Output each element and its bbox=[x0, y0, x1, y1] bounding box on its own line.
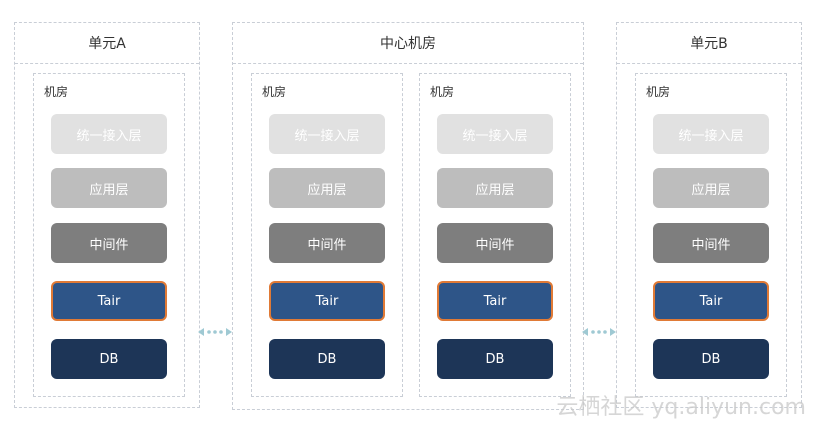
db-layer: DB bbox=[437, 339, 553, 379]
application-layer: 应用层 bbox=[653, 168, 769, 208]
middleware-layer: 中间件 bbox=[51, 223, 167, 263]
unit-center-title: 中心机房 bbox=[233, 23, 583, 64]
room-label: 机房 bbox=[646, 85, 671, 99]
db-layer: DB bbox=[269, 339, 385, 379]
unit-b-title: 单元B bbox=[617, 23, 801, 64]
room-center-1: 机房 统一接入层 应用层 中间件 Tair DB bbox=[251, 73, 403, 397]
sync-connector-left bbox=[198, 328, 232, 336]
room-center-2: 机房 统一接入层 应用层 中间件 Tair DB bbox=[419, 73, 571, 397]
unified-access-layer: 统一接入层 bbox=[269, 114, 385, 154]
tair-layer: Tair bbox=[437, 281, 553, 321]
db-layer: DB bbox=[51, 339, 167, 379]
tair-layer: Tair bbox=[269, 281, 385, 321]
unit-center: 中心机房 机房 统一接入层 应用层 中间件 Tair DB 机房 统一接入层 应… bbox=[232, 22, 584, 410]
room-label: 机房 bbox=[44, 85, 69, 99]
application-layer: 应用层 bbox=[51, 168, 167, 208]
db-layer: DB bbox=[653, 339, 769, 379]
unified-access-layer: 统一接入层 bbox=[653, 114, 769, 154]
tair-layer: Tair bbox=[653, 281, 769, 321]
unified-access-layer: 统一接入层 bbox=[437, 114, 553, 154]
application-layer: 应用层 bbox=[269, 168, 385, 208]
middleware-layer: 中间件 bbox=[437, 223, 553, 263]
tair-layer: Tair bbox=[51, 281, 167, 321]
unit-a: 单元A 机房 统一接入层 应用层 中间件 Tair DB bbox=[14, 22, 200, 408]
unified-access-layer: 统一接入层 bbox=[51, 114, 167, 154]
middleware-layer: 中间件 bbox=[269, 223, 385, 263]
unit-a-title: 单元A bbox=[15, 23, 199, 64]
room-label: 机房 bbox=[262, 85, 287, 99]
watermark: 云栖社区 yq.aliyun.com bbox=[556, 395, 806, 420]
sync-connector-right bbox=[582, 328, 616, 336]
middleware-layer: 中间件 bbox=[653, 223, 769, 263]
room-a: 机房 统一接入层 应用层 中间件 Tair DB bbox=[33, 73, 185, 397]
unit-b: 单元B 机房 统一接入层 应用层 中间件 Tair DB bbox=[616, 22, 802, 408]
application-layer: 应用层 bbox=[437, 168, 553, 208]
room-label: 机房 bbox=[430, 85, 455, 99]
room-b: 机房 统一接入层 应用层 中间件 Tair DB bbox=[635, 73, 787, 397]
